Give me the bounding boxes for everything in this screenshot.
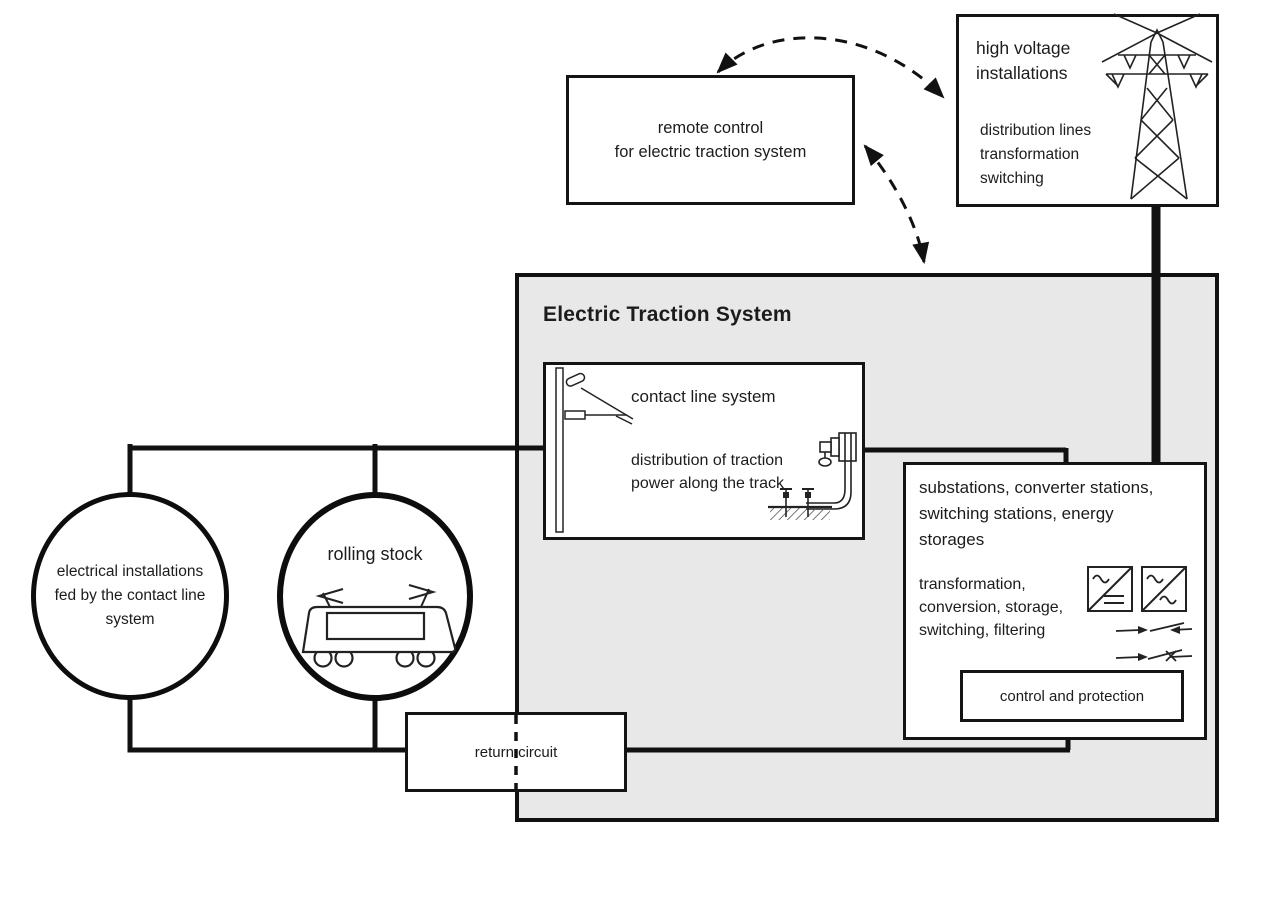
- rolling-stock-label: rolling stock: [327, 544, 423, 564]
- high-voltage-title: high voltage installations: [976, 38, 1071, 83]
- rolling-stock-circle: rolling stock: [277, 492, 473, 701]
- remote-control-label: remote control for electric traction sys…: [614, 119, 807, 161]
- contact-line-system-box: contact line system distribution of trac…: [543, 362, 865, 540]
- contact-line-details: distribution of traction power along the…: [631, 452, 784, 492]
- high-voltage-installations-box: high voltage installations distribution …: [956, 14, 1219, 207]
- high-voltage-details: distribution lines transformation switch…: [980, 122, 1092, 187]
- return-circuit-label: return circuit: [474, 743, 558, 761]
- control-protection-label: control and protection: [999, 687, 1145, 705]
- substations-details: transformation, conversion, storage, swi…: [919, 576, 1064, 639]
- control-and-protection-box: control and protection: [960, 670, 1184, 722]
- system-title: Electric Traction System: [543, 303, 792, 326]
- remote-traction-system-link-arrow: [863, 144, 930, 265]
- substations-title: substations, converter stations, switchi…: [919, 478, 1154, 549]
- consumers-label: electrical installations fed by the cont…: [54, 563, 206, 628]
- return-circuit-box: return circuit: [405, 712, 627, 792]
- contact-line-title: contact line system: [631, 387, 776, 406]
- remote-control-box: remote control for electric traction sys…: [566, 75, 855, 205]
- consumers-circle: electrical installations fed by the cont…: [31, 492, 229, 700]
